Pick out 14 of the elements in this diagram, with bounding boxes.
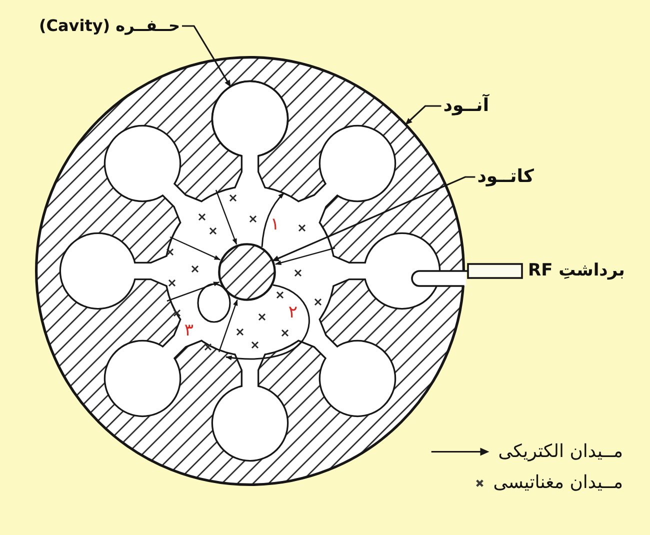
part-label: برداشتِ RF [528, 260, 625, 282]
callout-number: ۳ [184, 320, 194, 342]
cavity [211, 80, 289, 158]
part-label: کاتــود [477, 166, 534, 188]
legend-label: مــیدان الکتریکی [498, 440, 623, 464]
part-label: آنــود [443, 94, 489, 118]
callout-number: ۲ [288, 302, 298, 324]
leader-line [182, 25, 232, 88]
legend-label: مــیدان مغناتیسی [493, 472, 623, 494]
leader-line [404, 105, 442, 126]
callout-number: ۱ [270, 214, 280, 236]
cathode-disk [218, 243, 276, 301]
leader-line [272, 176, 476, 262]
part-label: حــفــره (Cavity) [38, 16, 180, 36]
